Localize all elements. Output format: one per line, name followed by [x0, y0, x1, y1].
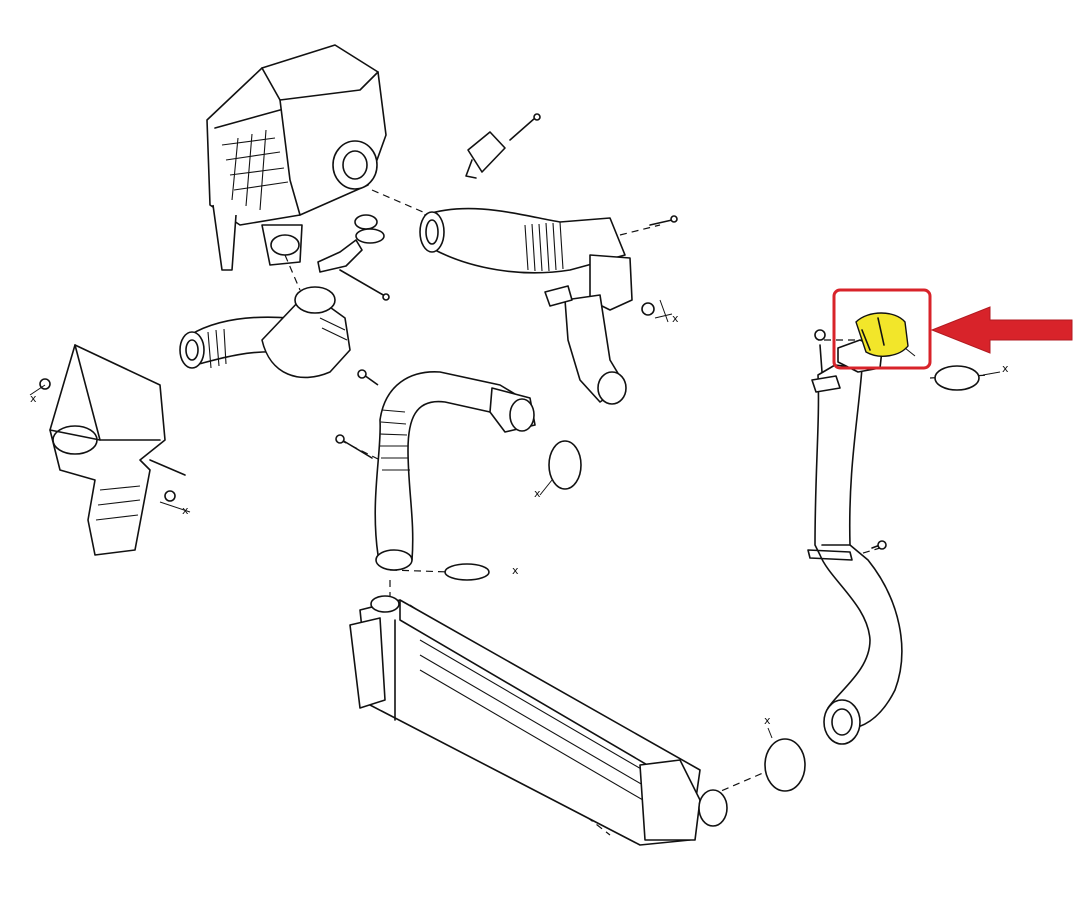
highlighted-connector [837, 312, 916, 373]
red-pointer-arrow [930, 306, 1073, 354]
air-sensor [465, 113, 541, 179]
left-intake-hose [179, 286, 351, 379]
intercooler-outlet-hose: x x [764, 329, 1009, 792]
mounting-bracket [317, 214, 390, 301]
callout-x: x [764, 714, 771, 727]
callout-x: x [672, 312, 679, 325]
highlight-frame [832, 288, 932, 370]
air-filter-box [206, 44, 387, 271]
intercooler [349, 595, 728, 846]
callout-x: x [512, 564, 519, 577]
air-inlet-duct: x x [29, 344, 191, 556]
callout-x: x [534, 487, 541, 500]
callout-x: x [182, 504, 189, 517]
upper-intake-hose: x [419, 207, 679, 405]
callout-x: x [1002, 362, 1009, 375]
middle-charge-hose: x x [335, 369, 582, 581]
callout-x: x [30, 392, 37, 405]
